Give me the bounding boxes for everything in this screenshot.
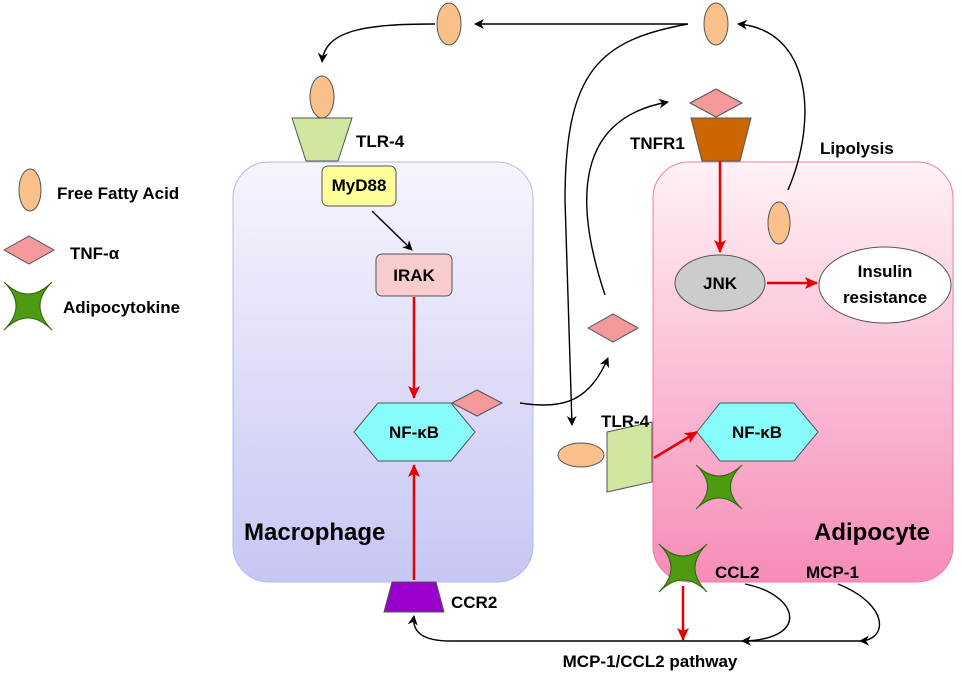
- ccl2-adipocytokine: [658, 543, 708, 593]
- arrow-tnf-secretion: [519, 357, 610, 406]
- arrow-mcp1-curve: [837, 583, 881, 646]
- myd88-node: [321, 165, 397, 207]
- irak-label: IRAK: [393, 266, 435, 285]
- fatty-acid-adipocyte: [767, 201, 791, 245]
- adipocyte-nfkb-label: NF-κB: [732, 423, 782, 442]
- lipolysis-label: Lipolysis: [820, 139, 894, 158]
- tnfr1-label: TNFR1: [630, 134, 685, 153]
- adipocyte-tlr4-receptor: [606, 421, 653, 493]
- adipocytokine-in-adipocyte: [695, 464, 743, 510]
- ccr2-receptor: [383, 581, 445, 613]
- legend-adipocytokine-label: Adipocytokine: [63, 298, 180, 317]
- fatty-acid-top-left: [436, 2, 462, 46]
- legend-adipocytokine-icon: [3, 281, 53, 331]
- tnfr1-receptor: [690, 117, 752, 162]
- adipocyte-title: Adipocyte: [814, 519, 930, 546]
- legend-tnf-label: TNF-α: [70, 244, 120, 263]
- arrow-ccl2-curve: [741, 583, 791, 646]
- macrophage-nfkb-label: NF-κB: [389, 423, 439, 442]
- adipocyte-nfkb-node: [696, 402, 819, 462]
- myd88-label: MyD88: [332, 176, 387, 195]
- fatty-acid-on-tlr4: [309, 75, 335, 119]
- fatty-acid-on-adipocyte-tlr4: [557, 442, 605, 468]
- legend-tnf-icon: [2, 235, 56, 265]
- arrow-fa-to-tlr4: [317, 23, 436, 63]
- jnk-label: JNK: [703, 274, 738, 293]
- adipocyte-tlr4-label: TLR-4: [601, 412, 650, 431]
- legend: Free Fatty Acid TNF-α Adipocytokine: [2, 168, 180, 331]
- mcp1-label: MCP-1: [806, 563, 859, 582]
- insulin-resistance-node: [818, 246, 952, 324]
- insulin-label-line1: Insulin: [858, 262, 913, 281]
- arrow-fa-to-adipocyte-tlr4: [564, 23, 689, 426]
- macrophage-tlr4-label: TLR-4: [356, 132, 405, 151]
- arrow-lipolysis-to-fa: [737, 19, 806, 191]
- macrophage-tlr4-receptor: [291, 117, 353, 162]
- ccl2-label: CCL2: [715, 563, 759, 582]
- arrow-tnf-to-tnfr1: [586, 98, 669, 296]
- ccr2-label: CCR2: [451, 593, 497, 612]
- jnk-node: [674, 254, 766, 312]
- macrophage-nfkb-node: [353, 402, 476, 462]
- tnf-secreted-macrophage: [450, 389, 504, 417]
- pathway-label: MCP-1/CCL2 pathway: [563, 652, 738, 671]
- legend-fatty-acid-icon: [18, 168, 42, 212]
- macrophage-title: Macrophage: [244, 519, 385, 546]
- arrow-tlr4-to-nfkb: [653, 430, 698, 460]
- tnf-floating: [586, 313, 640, 343]
- legend-fatty-acid-label: Free Fatty Acid: [57, 184, 179, 203]
- tnf-bound-tnfr1: [688, 88, 744, 118]
- arrow-myd88-to-irak: [371, 210, 413, 251]
- macrophage-cell: [232, 161, 534, 583]
- fatty-acid-top-right: [703, 2, 729, 46]
- arrow-pathway-to-ccr2: [407, 615, 860, 642]
- insulin-label-line2: resistance: [843, 288, 927, 307]
- irak-node: [375, 253, 453, 297]
